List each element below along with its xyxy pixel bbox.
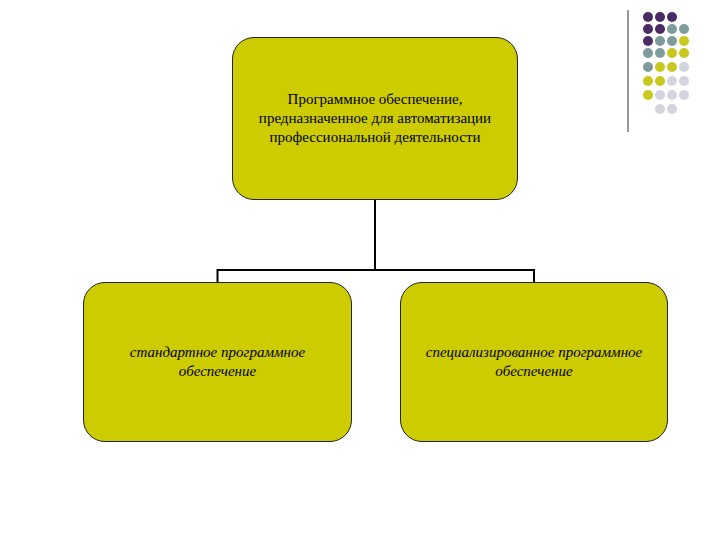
dot-grid	[643, 12, 689, 114]
divider-line	[627, 10, 629, 132]
tree-connector	[218, 200, 376, 282]
category-box: специализированное программное обеспечен…	[400, 282, 668, 442]
tree-connector	[375, 200, 534, 282]
box-label: специализированное программное обеспечен…	[413, 343, 655, 381]
root-box: Программное обеспечение, предназначенное…	[232, 37, 518, 200]
box-label: стандартное программное обеспечение	[96, 343, 339, 381]
box-label: Программное обеспечение, предназначенное…	[245, 90, 505, 146]
category-box: стандартное программное обеспечение	[83, 282, 352, 442]
